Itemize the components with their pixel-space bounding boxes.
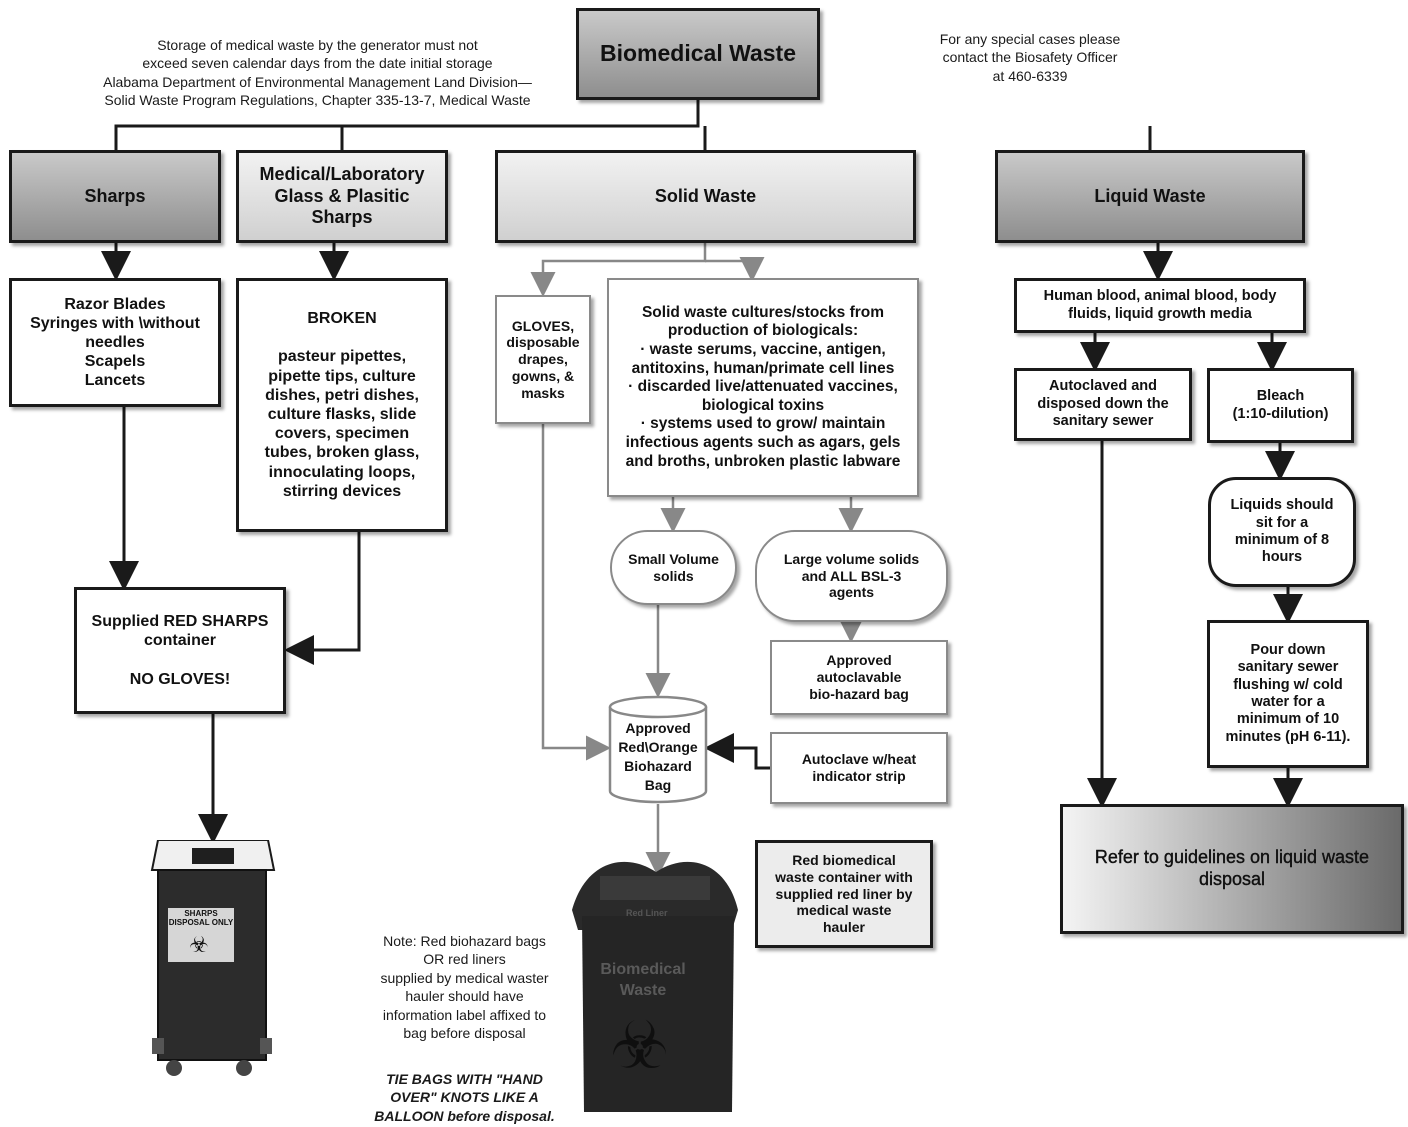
biohazard-icon: ☣ <box>189 932 209 957</box>
biomedical-waste-bin: Red Liner Biomedical Waste ☣ <box>566 850 742 1114</box>
tie-bags-note: TIE BAGS WITH "HAND OVER" KNOTS LIKE A B… <box>374 1071 555 1124</box>
liquid-sources-box: Human blood, animal blood, body fluids, … <box>1014 278 1306 333</box>
bleach-box: Bleach (1:10-dilution) <box>1207 368 1354 443</box>
solid-cultures-box: Solid waste cultures/stocks from product… <box>607 278 919 497</box>
red-container-note-box: Red biomedical waste container with supp… <box>755 840 933 948</box>
red-sharps-container-box: Supplied RED SHARPS container NO GLOVES! <box>74 587 286 714</box>
broken-glass-items-box: BROKEN pasteur pipettes, pipette tips, c… <box>236 278 448 532</box>
disposal-note: Note: Red biohazard bags OR red liners s… <box>380 933 549 1042</box>
large-volume-solids-box: Large volume solids and ALL BSL-3 agents <box>755 530 948 622</box>
liquid-sit-time-box: Liquids should sit for a minimum of 8 ho… <box>1208 477 1356 587</box>
storage-regulation-note: Storage of medical waste by the generato… <box>103 37 532 109</box>
category-sharps: Sharps <box>9 150 221 243</box>
category-solid-waste: Solid Waste <box>495 150 916 243</box>
liquid-guidelines-box: Refer to guidelines on liquid waste disp… <box>1060 804 1404 934</box>
gloves-gowns-box: GLOVES, disposable drapes, gowns, & mask… <box>495 295 591 424</box>
biohazard-bag-cylinder: Approved Red\Orange Biohazard Bag <box>608 695 708 805</box>
autoclavable-bag-box: Approved autoclavable bio-hazard bag <box>770 640 948 715</box>
biosafety-contact-note: For any special cases please contact the… <box>939 31 1121 84</box>
autoclave-box: Autoclave w/heat indicator strip <box>770 732 948 804</box>
biohazard-icon: ☣ <box>610 1008 670 1082</box>
page-title: Biomedical Waste <box>576 8 820 100</box>
sharps-bin-label: SHARPS DISPOSAL ONLY <box>168 909 234 927</box>
biomedical-bin-label: Biomedical Waste <box>600 961 686 999</box>
category-glass-sharps: Medical/Laboratory Glass & Plasitic Shar… <box>236 150 448 243</box>
sharps-disposal-bin: SHARPS DISPOSAL ONLY ☣ <box>148 839 276 1080</box>
autoclaved-sewer-box: Autoclaved and disposed down the sanitar… <box>1014 368 1192 441</box>
pour-down-sewer-box: Pour down sanitary sewer flushing w/ col… <box>1207 620 1369 768</box>
red-liner-label: Red Liner <box>626 908 668 918</box>
biohazard-bag-label: Approved Red\Orange Biohazard Bag <box>618 720 698 793</box>
category-liquid-waste: Liquid Waste <box>995 150 1305 243</box>
small-volume-solids-box: Small Volume solids <box>610 530 737 605</box>
sharps-items-box: Razor Blades Syringes with \without need… <box>9 278 221 407</box>
